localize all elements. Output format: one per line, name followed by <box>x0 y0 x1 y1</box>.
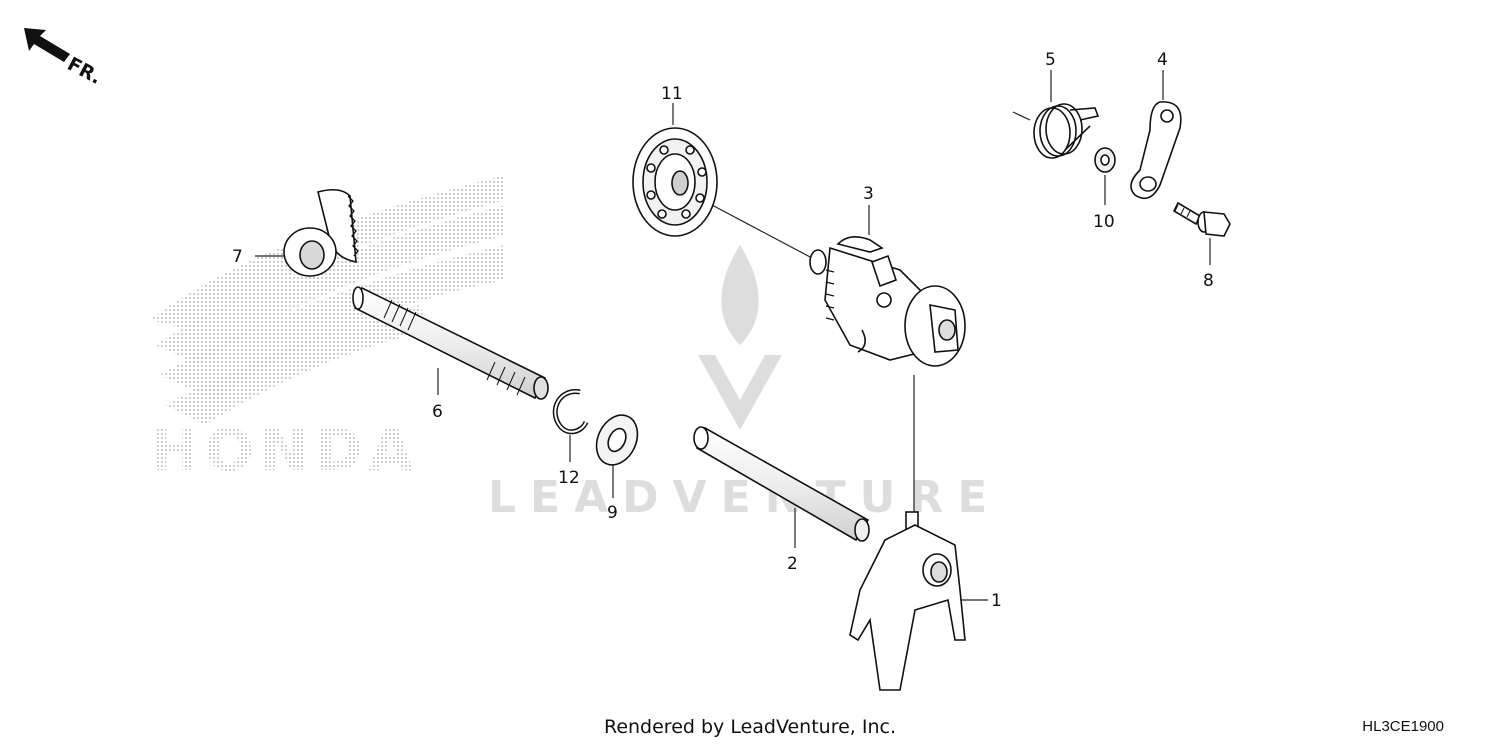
callout-12: 12 <box>558 468 580 488</box>
callout-numbers: 1 2 3 4 5 6 7 8 9 10 11 12 <box>232 50 1214 611</box>
front-direction-label: FR. <box>64 53 105 89</box>
callout-6: 6 <box>432 402 443 422</box>
part-2-fork-shaft <box>693 426 870 542</box>
leadventure-watermark: LEADVENTURE <box>488 245 1001 523</box>
part-8-flange-bolt <box>1172 201 1231 237</box>
part-4-stopper-arm <box>1130 101 1182 200</box>
callout-3: 3 <box>863 184 874 204</box>
part-6-shift-spindle-shaft <box>352 286 549 400</box>
callout-5: 5 <box>1045 50 1056 70</box>
callout-11: 11 <box>661 84 683 104</box>
honda-logo-text: HONDA <box>150 416 419 484</box>
diagram-code: HL3CE1900 <box>1362 718 1444 735</box>
callout-9: 9 <box>607 503 618 523</box>
part-12-circlip <box>552 389 589 435</box>
callout-10: 10 <box>1093 212 1115 232</box>
render-credit: Rendered by LeadVenture, Inc. <box>603 716 897 738</box>
callout-7: 7 <box>232 247 243 267</box>
watermark-text: LEADVENTURE <box>488 472 1001 523</box>
part-3-shift-drum <box>809 236 966 367</box>
part-10-small-washer <box>1094 147 1116 173</box>
callout-4: 4 <box>1157 50 1168 70</box>
honda-wing-logo-background: HONDA <box>150 175 505 484</box>
part-11-ball-bearing <box>632 127 718 237</box>
callout-1: 1 <box>991 591 1002 611</box>
part-1-shift-fork <box>849 511 966 691</box>
callout-2: 2 <box>787 554 798 574</box>
part-5-return-spring <box>1033 103 1100 159</box>
front-direction-arrow: FR. <box>24 28 105 89</box>
leader-lines <box>255 70 1211 601</box>
part-7-gear-segment <box>283 188 359 277</box>
callout-8: 8 <box>1203 271 1214 291</box>
part-9-washer <box>595 414 639 466</box>
